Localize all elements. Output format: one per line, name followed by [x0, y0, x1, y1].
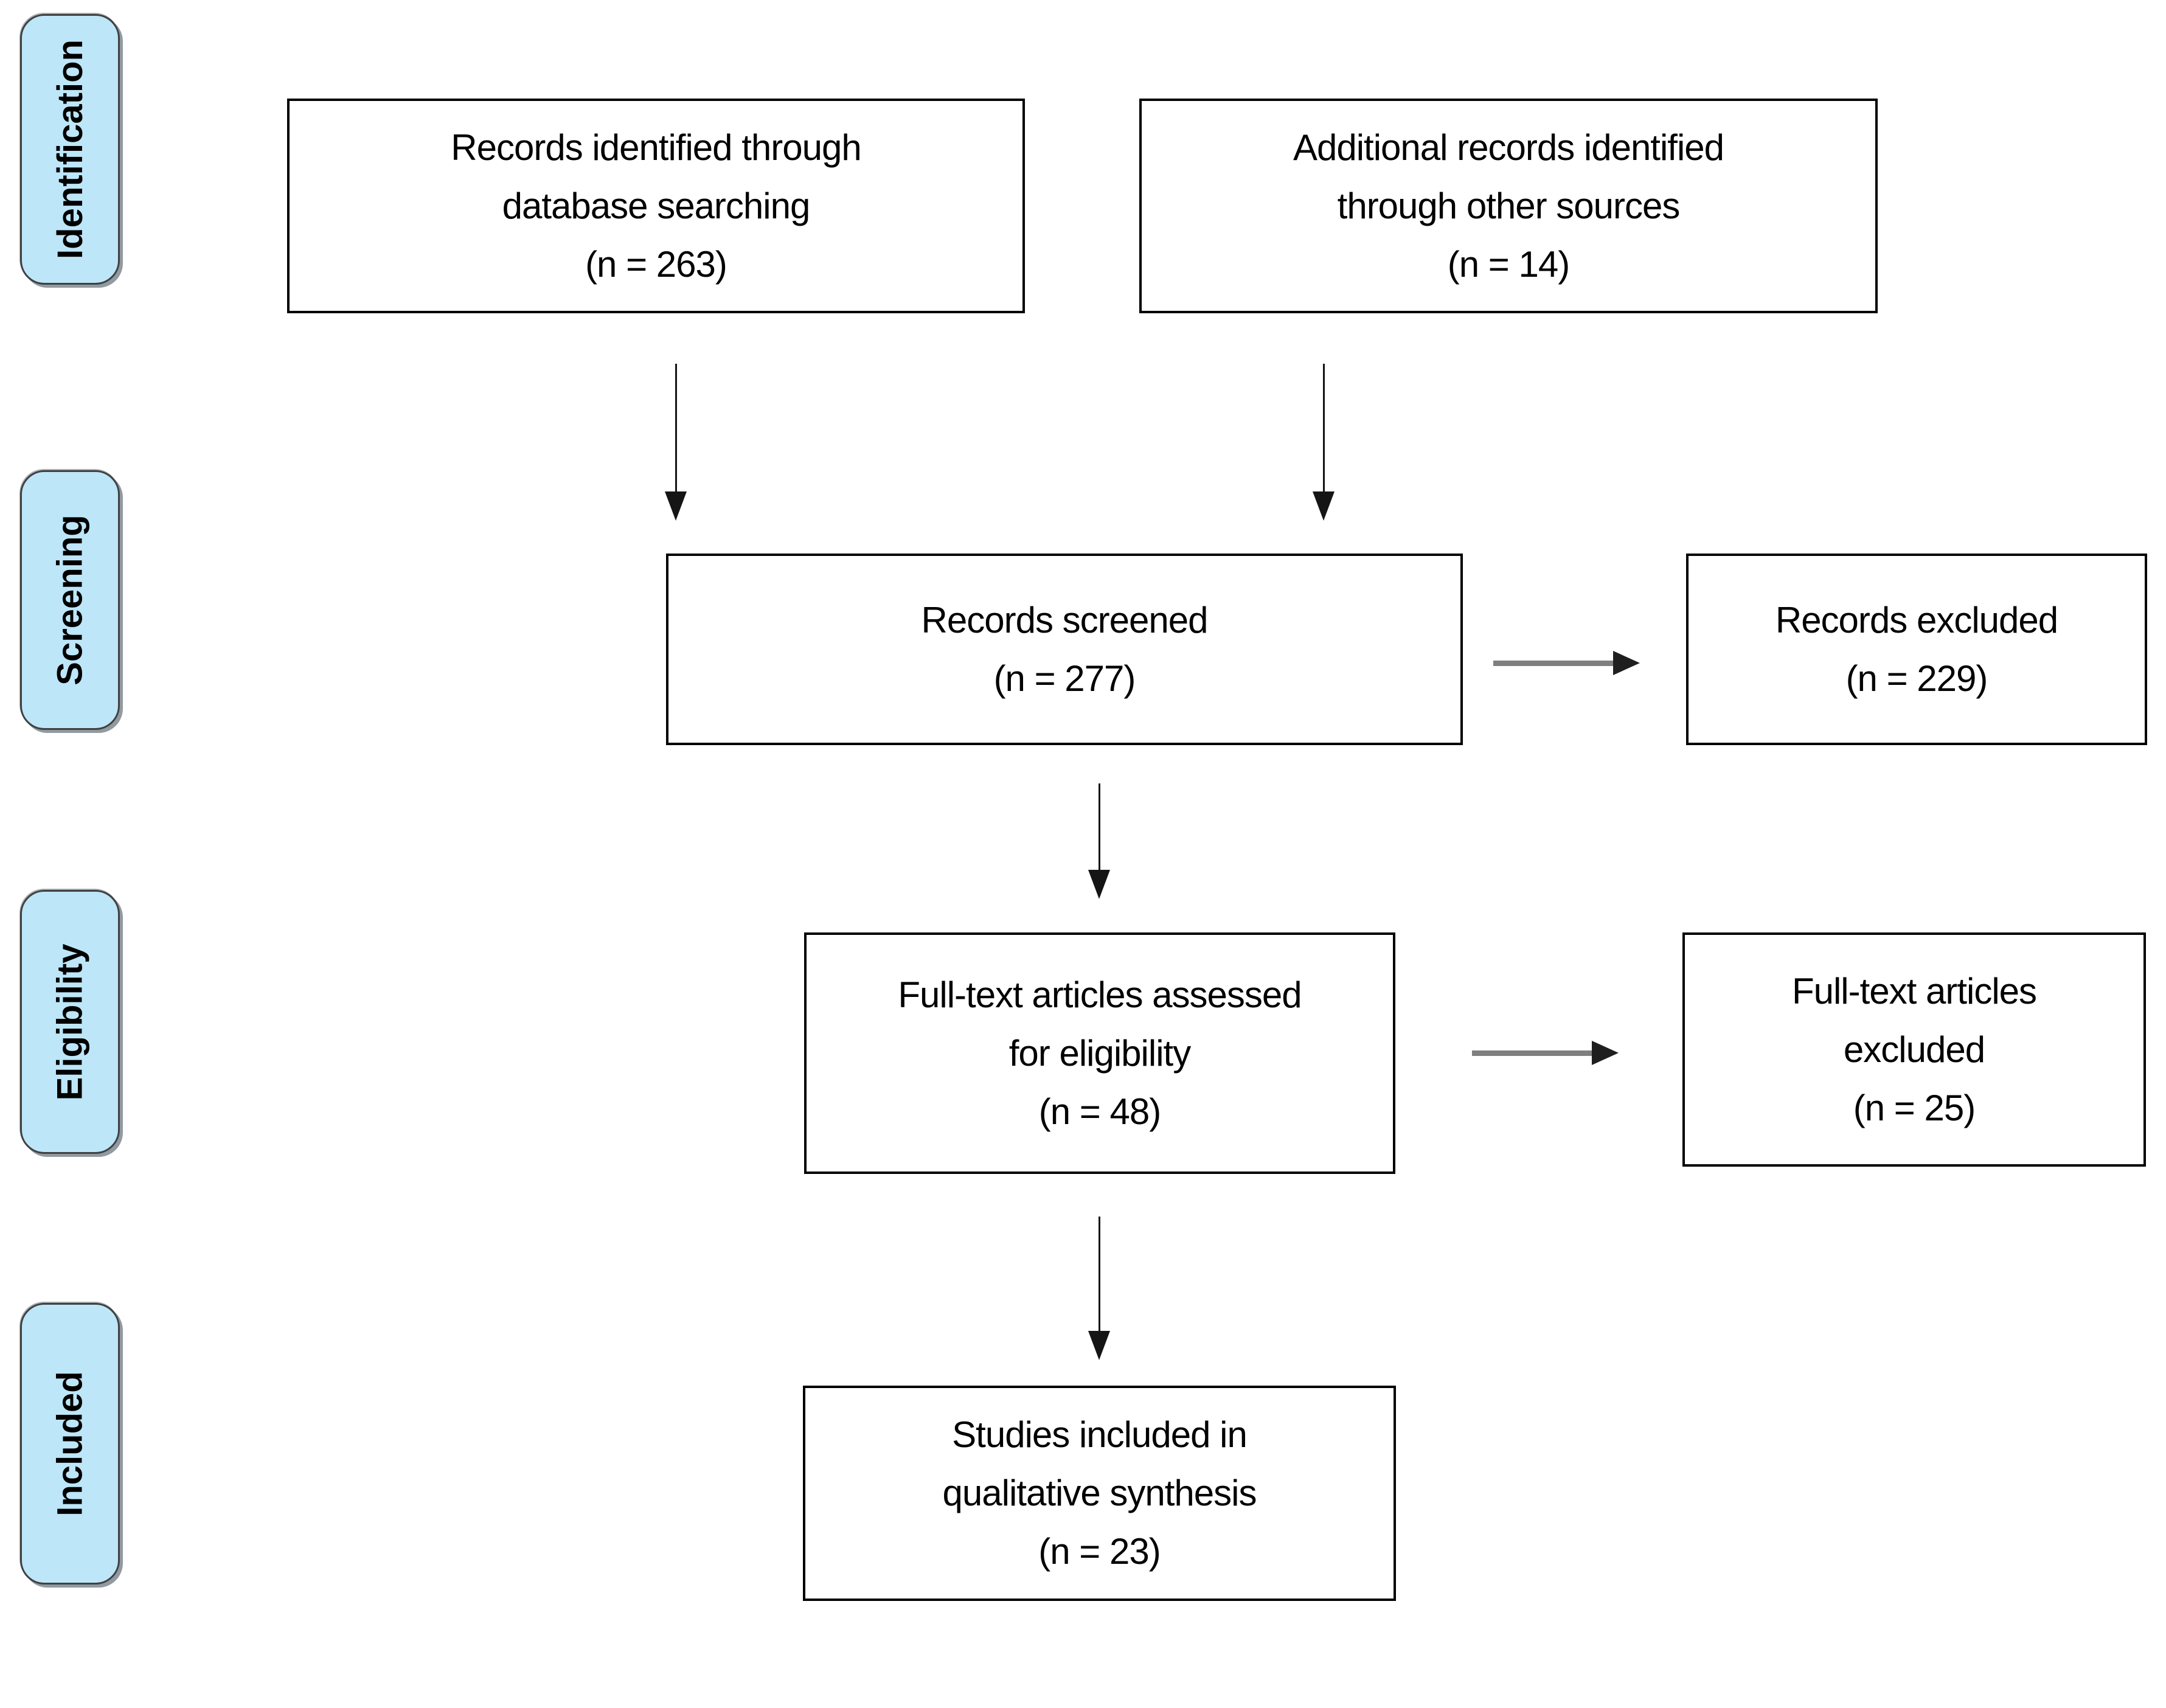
box-text-line: Additional records identified [1293, 127, 1724, 168]
arrow-head [665, 491, 687, 521]
box-text-line: Records excluded [1775, 599, 2058, 640]
stage-eligibility: Eligibility [20, 890, 120, 1154]
box-studies-included: Studies included in qualitative synthesi… [803, 1386, 1396, 1601]
arrow-shaft [1493, 661, 1615, 666]
stage-identification: Identification [20, 14, 120, 285]
stage-label: Screening [50, 515, 90, 686]
arrow-shaft [1099, 783, 1100, 872]
stage-included: Included [20, 1303, 120, 1585]
arrow-head [1313, 491, 1335, 521]
box-additional-records: Additional records identified through ot… [1139, 99, 1878, 313]
box-text-line: database searching [502, 185, 811, 226]
box-text-line: (n = 23) [1038, 1531, 1161, 1572]
arrow-head [1088, 1331, 1110, 1360]
box-fulltext-assessed: Full-text articles assessed for eligibil… [804, 932, 1395, 1174]
box-text-line: (n = 48) [1038, 1091, 1161, 1132]
stage-label: Eligibility [50, 943, 90, 1100]
arrow-head [1088, 870, 1110, 899]
arrow-head [1613, 651, 1640, 675]
box-text-line: through other sources [1337, 185, 1681, 226]
box-text-line: (n = 263) [585, 243, 727, 285]
arrow-head [1592, 1041, 1619, 1065]
box-records-screened: Records screened (n = 277) [666, 554, 1463, 745]
box-text-line: for eligibility [1008, 1032, 1191, 1074]
box-text-line: (n = 14) [1447, 243, 1570, 285]
box-text-line: Records identified through [451, 127, 861, 168]
box-text-line: Studies included in [952, 1414, 1248, 1455]
arrow-shaft [1099, 1217, 1100, 1332]
box-records-excluded: Records excluded (n = 229) [1686, 554, 2147, 745]
stage-screening: Screening [20, 470, 120, 730]
box-text-line: qualitative synthesis [942, 1473, 1257, 1513]
box-text-line: Full-text articles assessed [898, 974, 1302, 1015]
box-text-line: excluded [1843, 1029, 1985, 1070]
arrow-shaft [675, 364, 677, 493]
box-fulltext-excluded: Full-text articles excluded (n = 25) [1682, 932, 2146, 1167]
box-text-line: (n = 229) [1845, 658, 1988, 699]
box-text-line: Full-text articles [1791, 970, 2037, 1012]
box-text-line: (n = 277) [993, 658, 1136, 699]
arrow-shaft [1323, 364, 1325, 493]
arrow-shaft [1472, 1050, 1594, 1056]
box-records-identified: Records identified through database sear… [287, 99, 1025, 313]
box-text-line: (n = 25) [1853, 1087, 1976, 1128]
box-text-line: Records screened [921, 599, 1209, 640]
stage-label: Included [50, 1371, 90, 1516]
stage-label: Identification [50, 40, 90, 259]
